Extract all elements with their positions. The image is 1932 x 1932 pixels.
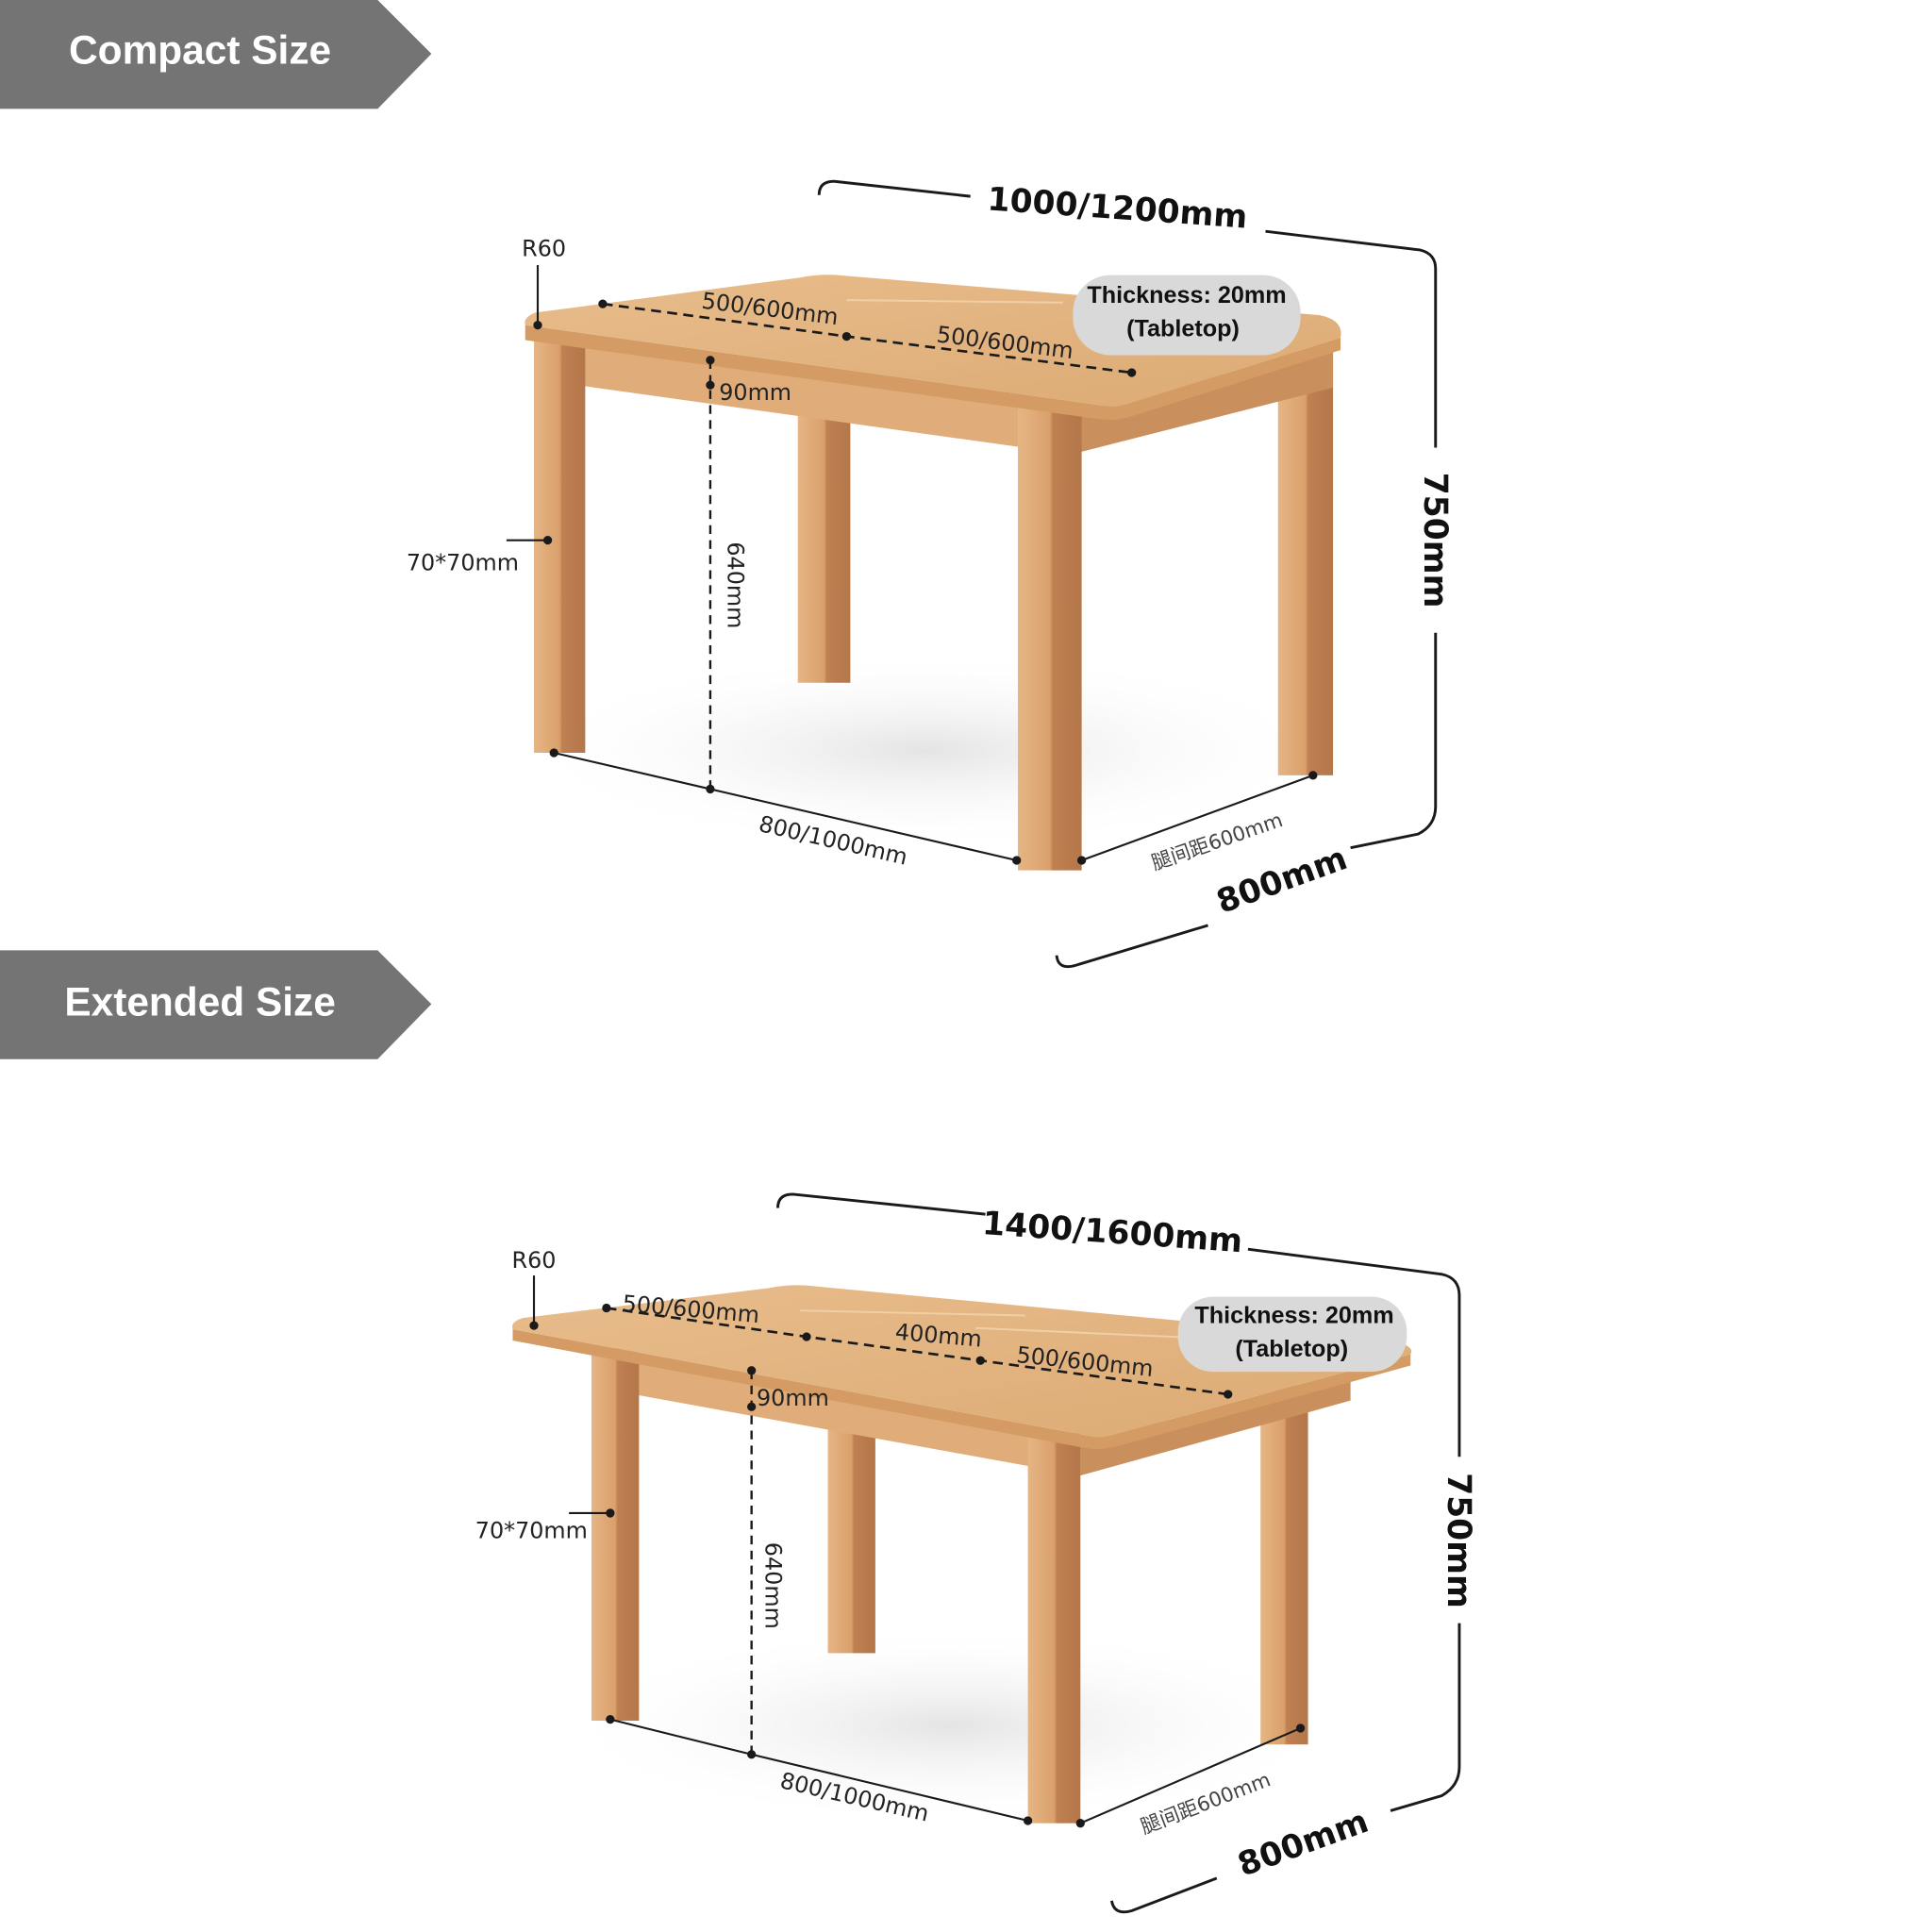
thickness-line2: (Tabletop) xyxy=(1235,1336,1348,1362)
leg-front-left xyxy=(591,1347,640,1721)
leg-back-right xyxy=(1260,1385,1308,1745)
depth-label: 800mm xyxy=(1233,1803,1374,1885)
compact-thickness-callout: Thickness: 20mm (Tabletop) xyxy=(1073,275,1301,356)
extended-thickness-callout: Thickness: 20mm (Tabletop) xyxy=(1177,1296,1407,1373)
apron-front xyxy=(550,337,1078,456)
overall-length-label: 1000/1200mm xyxy=(986,180,1248,236)
apron-side xyxy=(1080,1377,1351,1476)
leg-clearance-label: 640mm xyxy=(722,541,748,628)
compact-size-banner: Compact Size xyxy=(0,0,432,109)
length-bracket-left xyxy=(817,179,971,198)
length-bracket-left xyxy=(776,1192,986,1216)
extended-dimension-dots xyxy=(529,1303,1306,1828)
floor-shadow xyxy=(550,1625,1351,1826)
banner-arrow-shape xyxy=(0,0,432,109)
leg-front-right xyxy=(1027,1433,1081,1824)
height-bracket-lower xyxy=(1390,1623,1461,1812)
leaf-seam xyxy=(800,1309,1025,1317)
depth-bracket xyxy=(1055,924,1208,969)
leg-back-left xyxy=(827,1423,875,1654)
height-label: 750mm xyxy=(1416,473,1454,608)
tabletop-edge xyxy=(512,1329,1411,1450)
leg-span-depth-line xyxy=(1081,774,1314,861)
thickness-line2: (Tabletop) xyxy=(1126,316,1240,342)
corner-radius-label: R60 xyxy=(512,1247,557,1274)
apron-front xyxy=(612,1350,1081,1476)
height-bracket-lower xyxy=(1350,632,1438,850)
leg-clearance-label: 640mm xyxy=(759,1542,786,1629)
compact-dimension-dots xyxy=(533,299,1318,865)
leg-front-right xyxy=(1018,408,1082,871)
depth-bracket xyxy=(1109,1876,1218,1914)
leg-front-left xyxy=(534,335,586,753)
extended-size-banner: Extended Size xyxy=(0,950,432,1059)
section-dashed-line xyxy=(606,1307,1228,1396)
banner-title: Compact Size xyxy=(69,28,331,73)
thickness-line1: Thickness: 20mm xyxy=(1194,1302,1393,1328)
leg-back-left xyxy=(797,397,851,683)
leg-back-right xyxy=(1277,352,1334,775)
thickness-line1: Thickness: 20mm xyxy=(1087,282,1286,308)
apron-height-label: 90mm xyxy=(719,379,791,406)
leaf-seam xyxy=(974,1326,1201,1340)
compact-table-illustration xyxy=(512,275,1341,871)
floor-shadow xyxy=(512,650,1339,851)
leg-size-label: 70*70mm xyxy=(475,1517,588,1543)
thickness-pill xyxy=(1177,1296,1407,1373)
apron-height-label: 90mm xyxy=(757,1385,829,1411)
leaf-seam xyxy=(846,299,1063,304)
depth-label: 800mm xyxy=(1212,840,1353,922)
overall-length-label: 1400/1600mm xyxy=(981,1205,1243,1260)
banner-arrow-shape xyxy=(0,950,432,1059)
banner-title: Extended Size xyxy=(64,979,336,1024)
length-bracket-right xyxy=(1265,229,1438,448)
height-label: 750mm xyxy=(1440,1473,1477,1608)
length-bracket-right xyxy=(1247,1247,1461,1457)
thickness-pill xyxy=(1073,275,1301,356)
leg-size-label: 70*70mm xyxy=(407,549,519,575)
corner-radius-label: R60 xyxy=(522,236,566,262)
leg-span-depth-line xyxy=(1079,1726,1302,1824)
